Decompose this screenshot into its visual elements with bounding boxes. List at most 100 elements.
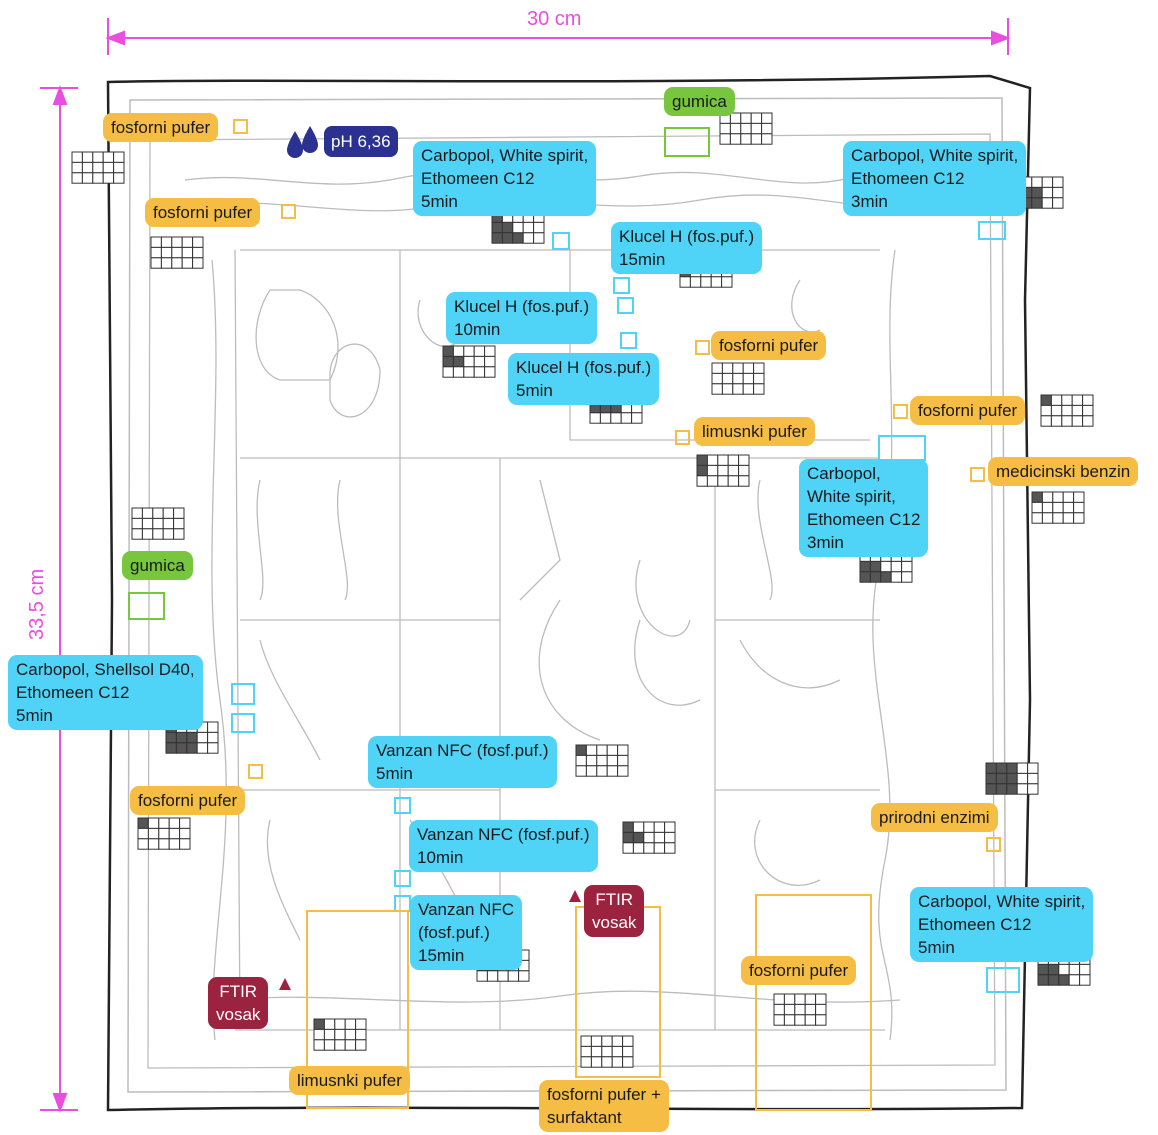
result-grid-cell: [168, 817, 181, 829]
result-grid-cell: [1006, 762, 1018, 774]
result-grid-cell: [158, 838, 170, 850]
result-grid-cell: [643, 831, 655, 844]
label-line: FTIR: [595, 890, 634, 909]
result-grid-cell: [160, 257, 173, 269]
result-grid-cell: [717, 464, 729, 477]
result-grid: [711, 362, 765, 395]
label-line: fosforni pufer: [153, 203, 253, 222]
label-line: 10min: [454, 320, 501, 339]
result-grid-cell: [476, 970, 488, 982]
result-grid-cell: [1031, 176, 1043, 188]
result-grid-cell: [355, 1018, 367, 1030]
result-grid-cell: [622, 1045, 634, 1058]
result-grid-cell: [484, 345, 496, 357]
result-grid-cell: [711, 383, 723, 395]
result-grid-cell: [804, 993, 817, 1005]
result-grid-cell: [738, 454, 750, 466]
result-grid-cell: [501, 232, 514, 244]
result-grid-cell: [622, 821, 634, 833]
result-grid-cell: [1031, 186, 1043, 199]
label-line: Carbopol, Shellsol D40,: [16, 660, 195, 679]
result-grid-cell: [1016, 783, 1029, 795]
result-grid-cell: [181, 257, 194, 269]
label-vanzan-5: Vanzan NFC (fosf.puf.)5min: [368, 736, 557, 788]
result-grid-cell: [102, 172, 115, 184]
result-grid-cell: [160, 246, 173, 259]
result-grid-cell: [610, 412, 622, 424]
label-medicinski-benzin: medicinski benzin: [988, 457, 1139, 486]
test-spot: [755, 894, 872, 1111]
result-grid-cell: [753, 383, 765, 395]
result-grid-cell: [522, 221, 535, 234]
result-grid-cell: [890, 560, 903, 573]
result-grid-cell: [137, 817, 149, 829]
result-grid-cell: [323, 1039, 336, 1051]
result-grid-cell: [1050, 415, 1063, 427]
ftir-marker: [279, 978, 291, 990]
result-grid-cell: [152, 507, 164, 519]
result-grid-cell: [355, 1028, 367, 1041]
result-grid-cell: [585, 754, 598, 767]
result-grid-cell: [1027, 762, 1039, 774]
test-spot: [675, 430, 690, 445]
result-grid-cell: [700, 276, 712, 288]
result-grid-cell: [773, 1003, 785, 1016]
result-grid-cell: [1062, 491, 1075, 503]
result-grid-cell: [1041, 512, 1054, 524]
result-grid: [859, 550, 913, 583]
test-spot: [986, 967, 1020, 993]
result-grid-cell: [1006, 772, 1018, 785]
result-grid-cell: [355, 1039, 367, 1051]
label-fosforni-pufer-6: fosforni pufer: [741, 956, 857, 985]
result-grid-cell: [518, 970, 530, 982]
result-grid-cell: [1052, 186, 1064, 199]
test-spot: [394, 895, 411, 912]
result-grid-cell: [1061, 415, 1073, 427]
result-grid-cell: [643, 821, 655, 833]
result-grid-cell: [1052, 512, 1064, 524]
result-grid-cell: [160, 236, 173, 248]
result-grid-cell: [717, 475, 729, 487]
label-fosforni-pufer-1: fosforni pufer: [103, 113, 219, 142]
result-grid-cell: [794, 993, 806, 1005]
result-grid-cell: [1031, 501, 1043, 514]
result-grid-cell: [1040, 415, 1052, 427]
result-grid-cell: [186, 731, 198, 744]
label-line: prirodni enzimi: [879, 808, 990, 827]
label-line: Carbopol,: [807, 464, 881, 483]
result-grid-cell: [463, 355, 475, 368]
result-grid-cell: [463, 366, 475, 378]
result-grid-cell: [186, 742, 198, 754]
result-grid-cell: [599, 412, 612, 424]
result-grid-cell: [617, 765, 629, 777]
test-spot: [878, 435, 926, 461]
result-grid-cell: [207, 721, 219, 733]
result-grid-cell: [442, 366, 454, 378]
label-line: medicinski benzin: [996, 462, 1131, 481]
result-grid-cell: [773, 993, 785, 1005]
result-grid-cell: [985, 772, 997, 785]
result-grid-cell: [717, 454, 729, 466]
result-grid-cell: [732, 383, 744, 395]
result-grid-cell: [147, 817, 160, 829]
result-grid-cell: [192, 246, 204, 259]
result-grid-cell: [721, 362, 734, 374]
result-grid-cell: [1050, 404, 1063, 417]
result-grid-cell: [1082, 415, 1094, 427]
label-line: fosforni pufer: [918, 401, 1018, 420]
result-grid: [71, 151, 125, 184]
label-klucel-15: Klucel H (fos.puf.)15min: [611, 222, 763, 274]
result-grid-cell: [313, 1039, 325, 1051]
result-grid-cell: [192, 257, 204, 269]
test-spot: [281, 204, 296, 219]
result-grid-cell: [1062, 512, 1075, 524]
label-line: 3min: [851, 192, 888, 211]
label-line: Ethomeen C12: [851, 169, 965, 188]
label-line: 3min: [807, 533, 844, 552]
result-grid-cell: [533, 232, 545, 244]
result-grid-cell: [696, 475, 708, 487]
result-grid-cell: [596, 744, 608, 756]
icon-outline: [106, 74, 1032, 1112]
